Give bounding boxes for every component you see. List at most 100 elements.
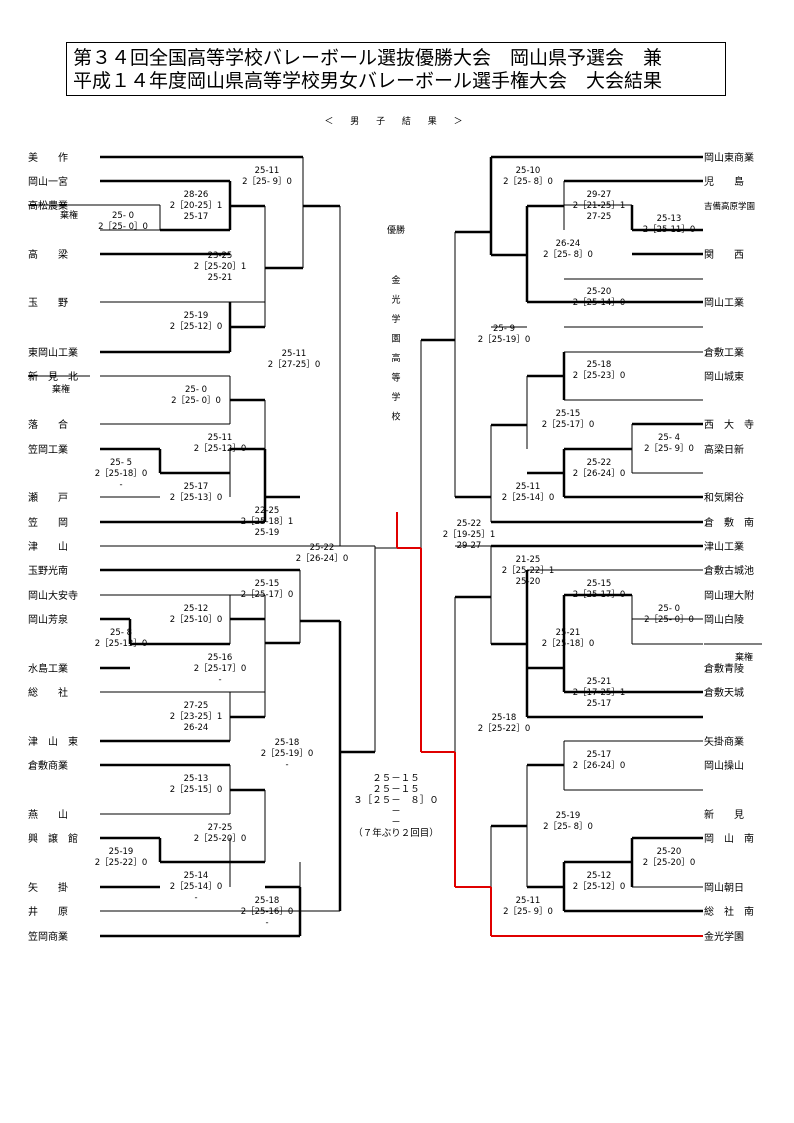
- score-left: 2［25-20］0: [194, 834, 247, 844]
- score-right: 25-20: [657, 847, 682, 857]
- score-left: 2［25-12］0: [170, 322, 223, 332]
- team-name-left: 矢 掛: [28, 881, 68, 894]
- team-name-left: 玉野光南: [28, 564, 68, 577]
- team-name-right: 倉敷古城池: [704, 564, 754, 577]
- score-left: 25-21: [208, 273, 233, 283]
- champion-name-char: 光: [391, 294, 400, 306]
- team-name-right: 高梁日新: [704, 443, 744, 456]
- score-left: 25-18: [275, 738, 300, 748]
- score-left: 25-17: [184, 482, 209, 492]
- score-right: 25-17: [587, 699, 612, 709]
- score-right: 25- 0: [658, 604, 680, 614]
- team-name-left: 笠 岡: [28, 516, 68, 529]
- team-name-right: 総 社 南: [704, 905, 754, 918]
- score-right: 25-11: [516, 896, 541, 906]
- score-left: 2［25-17］0: [241, 590, 294, 600]
- score-right: 2［25-14］0: [502, 493, 555, 503]
- score-right: 25-21: [587, 677, 612, 687]
- champion-name-char: 等: [391, 372, 400, 384]
- score-left: 2［25-18］0: [95, 469, 148, 479]
- score-left: 2［25- 9］0: [242, 177, 292, 187]
- final-score: ２５－１５: [372, 773, 420, 784]
- score-right: 25-21: [556, 628, 581, 638]
- score-left: 2［25-18］1: [241, 517, 294, 527]
- score-right: 21-25: [516, 555, 541, 565]
- score-right: 2［25- 9］0: [644, 444, 694, 454]
- team-name-right: 金光学園: [704, 930, 744, 943]
- score-left: 25- 5: [110, 458, 132, 468]
- score-left: 28-26: [184, 190, 209, 200]
- score-left: 2［26-24］0: [296, 554, 349, 564]
- score-right: 29-27: [457, 541, 482, 551]
- champion-name-char: 高: [391, 352, 400, 364]
- team-name-left: 東岡山工業: [28, 346, 78, 359]
- champion-label: 優勝: [387, 224, 405, 236]
- score-right: 2［25-14］0: [573, 298, 626, 308]
- score-right: 2［25-19］0: [478, 335, 531, 345]
- score-right: 25-19: [556, 811, 581, 821]
- team-name-left: 笠岡商業: [28, 930, 68, 943]
- score-left: 2［20-25］1: [170, 201, 223, 211]
- score-right: 2［25-22］1: [502, 566, 555, 576]
- score-left: -: [285, 760, 288, 770]
- title-line-2: 平成１４年度岡山県高等学校男女バレーボール選手権大会 大会結果: [73, 70, 663, 92]
- score-left: -: [218, 675, 221, 685]
- score-left: 2［25- 0］0: [98, 222, 148, 232]
- score-left: 26-24: [184, 723, 209, 733]
- score-right: 25-13: [657, 214, 682, 224]
- score-right: 25-11: [516, 482, 541, 492]
- team-name-right: 倉敷工業: [704, 346, 744, 359]
- team-name-right: 岡山朝日: [704, 882, 744, 894]
- champion-name-char: 学: [391, 391, 400, 403]
- score-right: 26-24: [556, 239, 581, 249]
- score-left: 25-11: [208, 433, 233, 443]
- score-right: 2［25- 8］0: [543, 822, 593, 832]
- team-name-right: 矢掛商業: [704, 735, 744, 748]
- team-name-left: 岡山芳泉: [28, 613, 68, 626]
- section-subtitle: ＜ 男 子 結 果 ＞: [324, 117, 470, 127]
- score-left: 25- 0: [185, 385, 207, 395]
- team-name-right: 倉敷天城: [704, 686, 744, 699]
- score-right: 25- 9: [493, 324, 515, 334]
- final-score: －: [391, 806, 401, 817]
- score-right: 2［25- 9］0: [503, 907, 553, 917]
- score-right: 2［17-25］1: [573, 688, 626, 698]
- score-right: 25- 4: [658, 433, 680, 443]
- score-left: 25-12: [184, 604, 209, 614]
- team-name-right: 岡山操山: [704, 759, 744, 772]
- forfeit-label: 棄権: [52, 383, 70, 395]
- score-right: 25-22: [457, 519, 482, 529]
- team-name-left: 美 作: [28, 151, 68, 164]
- score-left: 25-11: [255, 166, 280, 176]
- score-right: 2［25-12］0: [573, 882, 626, 892]
- forfeit-label: 棄権: [735, 651, 753, 663]
- score-right: 2［25-17］0: [542, 420, 595, 430]
- team-name-left: 津 山 東: [28, 735, 78, 748]
- team-name-left: 瀬 戸: [28, 492, 68, 504]
- score-left: 27-25: [184, 701, 209, 711]
- score-left: 25-19: [184, 311, 209, 321]
- score-right: 2［25- 8］0: [503, 177, 553, 187]
- final-score: （７年ぶり２回目）: [353, 827, 439, 839]
- score-left: 25-22: [310, 543, 335, 553]
- team-name-right: 西 大 寺: [704, 418, 754, 431]
- score-left: 2［25-16］0: [241, 907, 294, 917]
- score-left: 2［25-14］0: [170, 882, 223, 892]
- score-right: 2［25-22］0: [478, 724, 531, 734]
- team-name-right: 倉敷青陵: [704, 662, 744, 675]
- score-left: 25-17: [184, 212, 209, 222]
- team-name-left: 燕 山: [28, 809, 68, 821]
- team-name-right: 岡山白陵: [704, 613, 744, 626]
- team-name-right: 岡 山 南: [704, 832, 754, 845]
- score-right: 25-20: [587, 287, 612, 297]
- team-name-left: 高 梁: [28, 248, 68, 261]
- score-right: 2［25-20］0: [643, 858, 696, 868]
- score-right: 25-18: [587, 360, 612, 370]
- champion-name-char: 金: [391, 274, 400, 286]
- champion-name-char: 学: [391, 313, 400, 325]
- score-right: 2［19-25］1: [443, 530, 496, 540]
- team-name-right: 吉備高原学園: [704, 201, 755, 212]
- score-right: 25-22: [587, 458, 612, 468]
- score-left: 25-14: [184, 871, 209, 881]
